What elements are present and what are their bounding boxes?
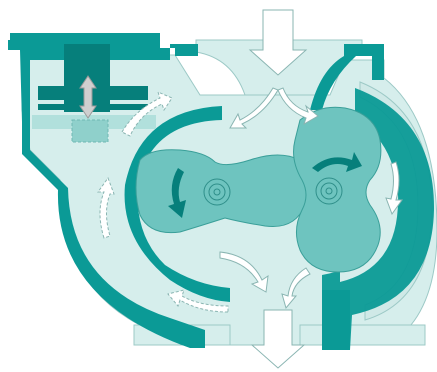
valve-seat-right: [100, 104, 148, 110]
outlet-flange-right: [300, 325, 425, 345]
valve-plug-ghost: [72, 120, 108, 142]
outlet-neck-right: [322, 290, 350, 350]
valve-seat-left: [38, 104, 74, 110]
